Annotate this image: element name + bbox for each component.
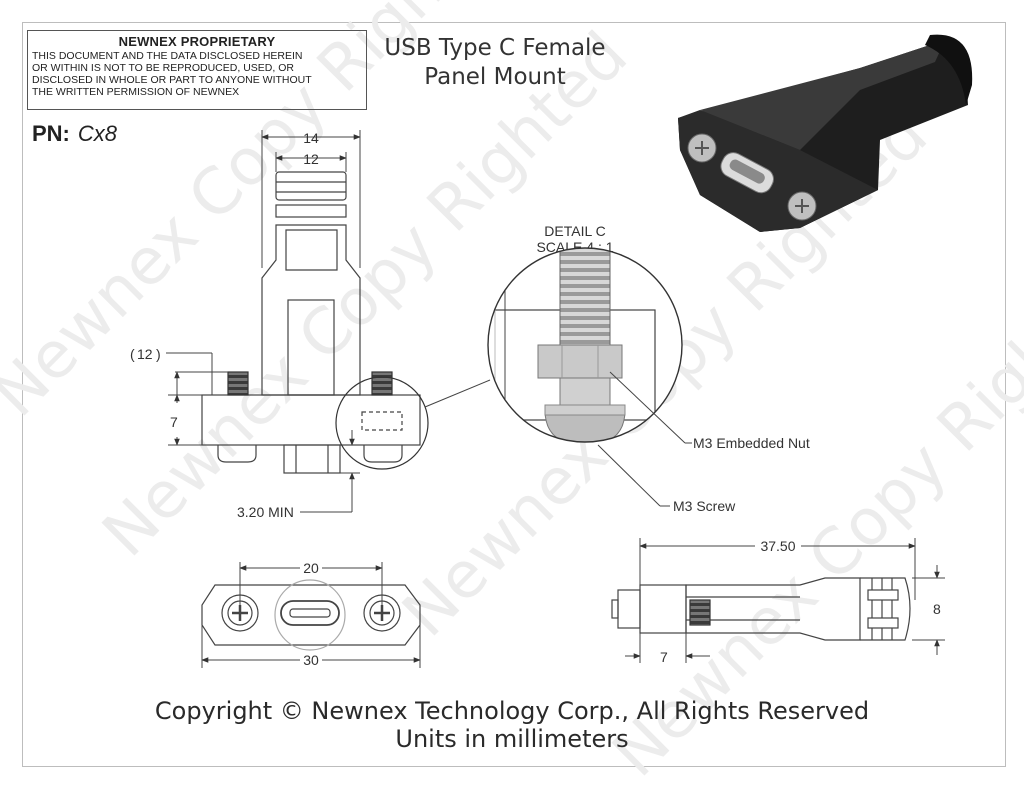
side-view: [611, 577, 911, 641]
callout-screw: M3 Screw: [673, 498, 736, 514]
dim-bottom-pitch: 20: [303, 560, 319, 576]
drawing-title: USB Type C Female Panel Mount: [345, 34, 645, 92]
drawing-frame: [22, 22, 1006, 767]
footer: Copyright © Newnex Technology Corp., All…: [0, 697, 1024, 753]
dim-side-length: 37.50: [760, 538, 795, 554]
detail-circle: [487, 247, 683, 443]
screw-top-right: [371, 371, 393, 396]
dim-front-ref-height: 12: [137, 346, 153, 362]
detail-screw-head: [544, 409, 626, 442]
detail-nut: [537, 344, 623, 379]
detail-title: DETAIL C: [544, 223, 605, 239]
iso-strain-relief: [925, 34, 973, 106]
front-window: [287, 299, 335, 396]
screw-top-left: [227, 371, 249, 396]
dim-front-flange: 7: [170, 414, 178, 430]
proprietary-line: THIS DOCUMENT AND THE DATA DISCLOSED HER…: [32, 50, 303, 62]
dim-front-inner-width: 12: [303, 151, 319, 167]
proprietary-notice: NEWNEX PROPRIETARY THIS DOCUMENT AND THE…: [27, 30, 367, 110]
bottom-view: [201, 579, 421, 651]
proprietary-line: THE WRITTEN PERMISSION OF NEWNEX: [32, 86, 240, 98]
dim-front-outer-width: 14: [303, 130, 319, 146]
dim-side-height: 8: [933, 601, 941, 617]
front-receptacle: [283, 444, 341, 474]
units-text: Units in millimeters: [395, 725, 629, 753]
side-body: [685, 577, 861, 641]
dim-bg: [300, 652, 322, 668]
front-plug-top: [275, 171, 347, 201]
detail-callouts: [597, 371, 692, 507]
front-dimensions: [166, 130, 361, 513]
detail-c-marker: [335, 376, 429, 470]
front-plug-band: [275, 204, 347, 218]
dim-bg: [300, 560, 322, 576]
pn-label: PN:: [32, 121, 70, 146]
part-number: PN: Cx8: [32, 121, 117, 147]
callout-embedded-nut: M3 Embedded Nut: [693, 435, 810, 451]
side-screw: [689, 599, 711, 626]
front-body: [261, 224, 361, 396]
front-view: [201, 171, 429, 474]
side-flange: [639, 584, 687, 634]
title-line1: USB Type C Female: [384, 35, 606, 61]
front-flange: [201, 394, 421, 446]
title-line2: Panel Mount: [424, 64, 566, 90]
proprietary-title: NEWNEX PROPRIETARY: [118, 34, 276, 49]
dim-front-min: 3.20 MIN: [237, 504, 294, 520]
iso-view: [678, 34, 973, 232]
dim-bottom-width: 30: [303, 652, 319, 668]
detail-screw-thread: [559, 248, 611, 351]
bottom-flange: [201, 584, 421, 646]
side-strain-relief: [860, 577, 911, 641]
detail-view: [488, 248, 682, 442]
dim-front-ref-height-close: ): [156, 346, 161, 362]
dim-side-flange: 7: [660, 649, 668, 665]
copyright-text: Copyright © Newnex Technology Corp., All…: [154, 697, 870, 725]
pn-value: Cx8: [77, 121, 118, 146]
dim-front-ref-height-open: (: [130, 346, 135, 362]
proprietary-line: DISCLOSED IN WHOLE OR PART TO ANYONE WIT…: [32, 74, 312, 86]
bottom-usbc-port: [280, 600, 340, 626]
proprietary-line: OR WITHIN IS NOT TO BE REPRODUCED, USED,…: [32, 62, 294, 74]
detail-leader: [424, 379, 491, 408]
proprietary-text: THIS DOCUMENT AND THE DATA DISCLOSED HER…: [28, 50, 366, 98]
side-dimensions: [625, 538, 945, 663]
dim-bg: [755, 538, 801, 554]
